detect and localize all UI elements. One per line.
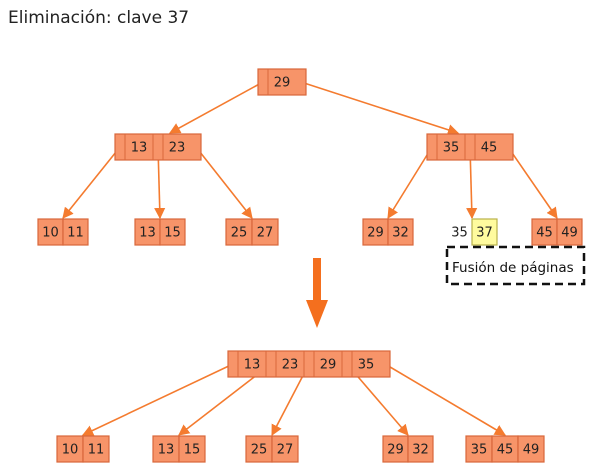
before-root-node-key: 29 — [274, 76, 291, 91]
before-leaf-node-2-cell — [159, 218, 186, 246]
after-leaf-node-1-cell — [82, 435, 110, 463]
after-leaf-node-5-cell — [465, 435, 493, 463]
before-internal-node-left: 13 23 — [114, 133, 202, 161]
tree-edge — [387, 146, 433, 219]
before-internal-node-right-key: 45 — [481, 141, 498, 156]
after-leaf-node-3-key: 27 — [277, 443, 294, 458]
before-leaf-node-5: 35 37 — [446, 218, 498, 246]
tree-edge — [169, 81, 264, 134]
before-leaf-node-1-cell — [62, 218, 89, 246]
after-leaf-node-5: 35 45 49 — [465, 435, 545, 463]
after-leaf-node-4-cell — [407, 435, 434, 463]
after-leaf-node-5-cell — [517, 435, 545, 463]
after-leaf-node-3-key: 25 — [251, 443, 268, 458]
before-leaf-node-2-cell — [134, 218, 161, 246]
after-leaf-node-2-cell — [178, 435, 206, 463]
after-leaf-node-5-cell — [491, 435, 519, 463]
before-leaf-node-6-cell — [556, 218, 583, 246]
before-internal-node-left-box — [114, 133, 202, 161]
after-leaf-node-1-key: 10 — [62, 443, 79, 458]
before-leaf-node-6-key: 45 — [536, 226, 553, 241]
after-leaf-node-4-key: 32 — [412, 443, 429, 458]
before-leaf-node-2: 13 15 — [134, 218, 186, 246]
after-leaf-node-1-key: 11 — [88, 443, 105, 458]
before-leaf-node-3: 25 27 — [225, 218, 279, 246]
before-leaf-node-5-key: 35 — [451, 226, 468, 241]
after-root-node: 13 23 29 35 — [227, 350, 391, 378]
tree-edge — [62, 146, 121, 219]
merge-dashed-box — [445, 245, 586, 286]
before-leaf-node-1-key: 10 — [42, 226, 59, 241]
before-leaf-node-1: 10 11 — [37, 218, 89, 246]
before-leaf-node-3-cell — [225, 218, 253, 246]
tree-nodes: 29 13 23 35 45 10 11 13 15 25 27 29 32 35 37 45 49 13 23 29… — [37, 68, 583, 463]
transition-arrow-head — [306, 300, 328, 328]
tree-edge — [300, 81, 460, 136]
after-leaf-node-5-key: 45 — [497, 443, 514, 458]
before-internal-node-left-key: 13 — [131, 141, 148, 156]
before-leaf-node-2-key: 15 — [164, 226, 181, 241]
before-leaf-node-6-key: 49 — [561, 226, 578, 241]
tree-edge — [507, 146, 558, 219]
after-root-node-key: 35 — [358, 358, 375, 373]
before-leaf-node-3-cell — [251, 218, 279, 246]
before-leaf-node-6: 45 49 — [531, 218, 583, 246]
before-leaf-node-2-key: 13 — [139, 226, 156, 241]
after-leaf-node-2-key: 13 — [158, 443, 175, 458]
before-leaf-node-5-key: 37 — [476, 226, 493, 241]
merge-note: Fusión de páginas — [452, 260, 574, 276]
before-leaf-node-4-key: 32 — [392, 226, 409, 241]
after-leaf-node-5-key: 49 — [523, 443, 540, 458]
after-root-node-box — [227, 350, 391, 378]
before-leaf-node-4-key: 29 — [367, 226, 384, 241]
after-leaf-node-3-cell — [271, 435, 299, 463]
tree-edge — [81, 363, 234, 436]
before-root-node: 29 — [257, 68, 307, 96]
after-leaf-node-2: 13 15 — [152, 435, 206, 463]
before-leaf-node-1-key: 11 — [67, 226, 84, 241]
after-leaf-node-2-key: 15 — [184, 443, 201, 458]
transition-arrow — [306, 258, 328, 328]
diagram-title: Eliminación: clave 37 — [8, 8, 190, 28]
tree-edge — [195, 146, 253, 219]
after-root-node-key: 29 — [320, 358, 337, 373]
before-leaf-node-5-cell — [446, 218, 473, 246]
before-leaf-node-4: 29 32 — [362, 218, 414, 246]
before-leaf-node-5-highlighted-cell — [471, 218, 498, 246]
before-leaf-node-3-key: 27 — [257, 226, 274, 241]
after-leaf-node-4: 29 32 — [382, 435, 434, 463]
before-internal-node-left-key: 23 — [169, 141, 186, 156]
transition-arrow-shaft — [313, 258, 321, 302]
after-leaf-node-4-key: 29 — [387, 443, 404, 458]
after-leaf-node-1: 10 11 — [56, 435, 110, 463]
after-root-node-key: 13 — [244, 358, 261, 373]
after-root-node-key: 23 — [282, 358, 299, 373]
after-leaf-node-3: 25 27 — [245, 435, 299, 463]
merge-annotation: Fusión de páginas — [445, 245, 586, 286]
before-root-node-box — [257, 68, 307, 96]
tree-edge — [384, 363, 506, 436]
before-leaf-node-3-key: 25 — [231, 226, 248, 241]
after-leaf-node-5-key: 35 — [471, 443, 488, 458]
before-internal-node-right: 35 45 — [426, 133, 514, 161]
before-internal-node-right-key: 35 — [443, 141, 460, 156]
before-internal-node-right-box — [426, 133, 514, 161]
before-leaf-node-4-cell — [387, 218, 414, 246]
before-leaf-node-4-cell — [362, 218, 389, 246]
